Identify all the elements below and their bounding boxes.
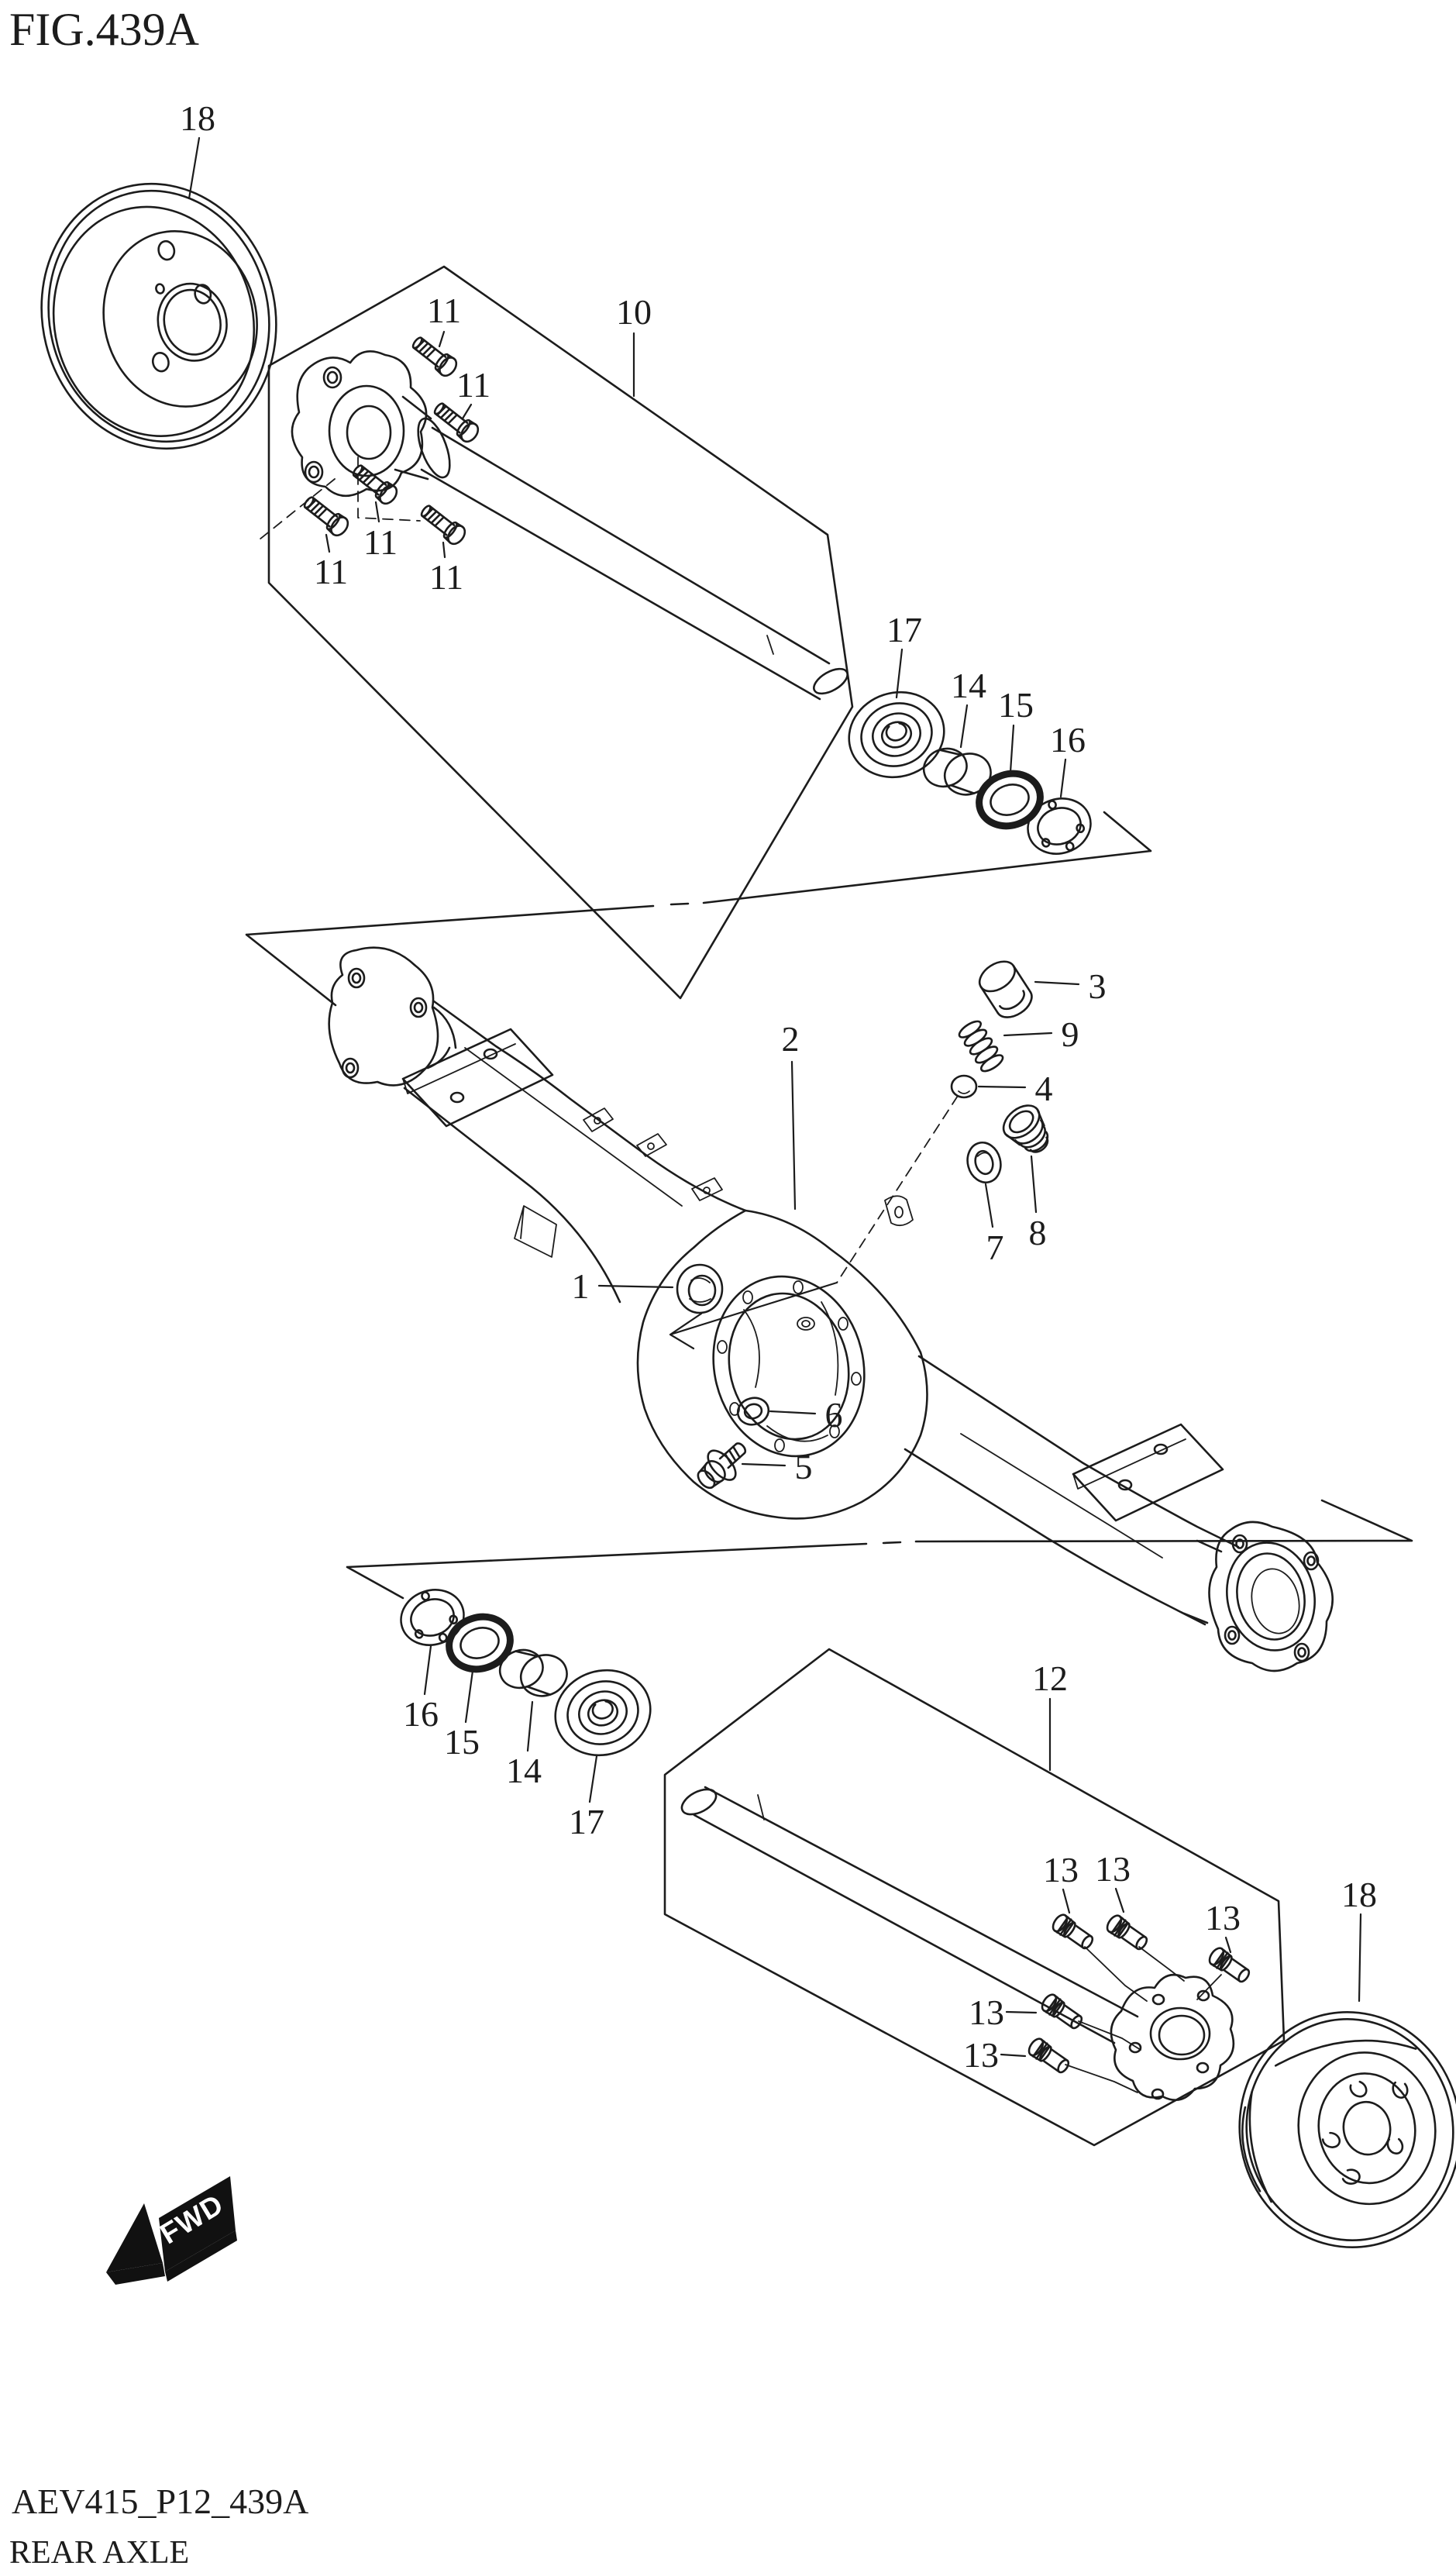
leader-18-top xyxy=(188,136,201,200)
stud-guides xyxy=(1065,1946,1222,2093)
fwd-arrow-shaft-depth xyxy=(165,2230,237,2282)
callout-2: 2 xyxy=(782,1019,800,1059)
breather-cap-3 xyxy=(978,960,1033,1018)
drain-washer-6 xyxy=(736,1397,770,1426)
callout-11-b: 11 xyxy=(456,365,490,405)
hub-bolt-11-d xyxy=(299,491,353,540)
callout-17-btm: 17 xyxy=(569,1802,604,1841)
seal-15-top xyxy=(972,766,1047,833)
leaders-bearing-bottom xyxy=(423,1645,598,1803)
callout-13-b: 13 xyxy=(1095,1849,1131,1889)
wheel-stud-13-b xyxy=(1103,1912,1151,1955)
callout-13-d: 13 xyxy=(969,1993,1004,2032)
callout-17-top: 17 xyxy=(886,610,922,649)
housing-tube-right xyxy=(904,1355,1240,1626)
axle-shaft-bottom xyxy=(680,1786,1139,2044)
fwd-arrow-shaft xyxy=(159,2176,236,2272)
section-arrow-middle xyxy=(669,1281,838,1350)
axle-shaft-assembly-top xyxy=(255,265,854,1000)
callout-15-btm: 15 xyxy=(444,1722,480,1762)
brake-drum-top xyxy=(40,136,277,450)
assembly-dash-2 xyxy=(357,456,421,522)
hub-flange-bottom xyxy=(1110,1973,1235,2101)
callout-11-e: 11 xyxy=(429,557,463,597)
callout-11-c: 11 xyxy=(363,522,398,562)
filler-plug-8 xyxy=(1002,1104,1049,1153)
washer-7 xyxy=(966,1142,1002,1183)
callout-16-btm: 16 xyxy=(403,1694,439,1734)
callout-13-a: 13 xyxy=(1043,1850,1079,1889)
callout-5: 5 xyxy=(795,1447,813,1486)
hub-bolt-11-e xyxy=(416,500,470,549)
grommet-1 xyxy=(676,1263,724,1314)
drain-bolt-5 xyxy=(697,1442,747,1490)
callout-13-e: 13 xyxy=(963,2035,999,2075)
leaders-bottom-box xyxy=(1000,1697,1232,2058)
callout-9: 9 xyxy=(1062,1014,1079,1054)
callout-13-c: 13 xyxy=(1205,1898,1241,1938)
wheel-stud-13-e xyxy=(1025,2035,1073,2078)
figure-title: FIG.439A xyxy=(9,4,199,55)
retainer-16-top xyxy=(1019,789,1100,863)
brake-drum-bottom xyxy=(1238,1913,1456,2249)
leaders-middle xyxy=(597,980,1080,1467)
callout-8: 8 xyxy=(1029,1213,1047,1252)
callout-7: 7 xyxy=(986,1228,1004,1267)
figure-code: AEV415_P12_439A xyxy=(12,2482,308,2521)
axle-housing xyxy=(328,946,1334,1672)
wheel-stud-13-d xyxy=(1038,1991,1086,2034)
callout-11-a: 11 xyxy=(427,291,461,330)
callout-14-top: 14 xyxy=(951,666,986,705)
callout-14-btm: 14 xyxy=(506,1751,542,1790)
housing-right-flange xyxy=(1182,1521,1334,1672)
figure-name: REAR AXLE xyxy=(9,2535,189,2571)
callout-10: 10 xyxy=(616,292,652,332)
callout-1: 1 xyxy=(572,1266,590,1306)
callout-numbers: 18 10 11 11 11 11 11 17 14 15 16 2 3 9 4… xyxy=(180,98,1377,2075)
ball-location-dash xyxy=(836,1095,959,1283)
fwd-arrow-head xyxy=(106,2203,163,2272)
hub-bolt-11-b xyxy=(429,398,483,446)
hub-bolt-11-a xyxy=(408,332,461,381)
leaders-top-box xyxy=(325,330,635,559)
leaders-bearing-top xyxy=(895,648,1067,798)
axle-shaft-box-top xyxy=(267,265,854,1000)
bearing-17-bottom xyxy=(543,1657,663,1769)
axle-shaft-box-bottom xyxy=(663,1648,1286,2147)
hub-bolt-11-c xyxy=(348,460,401,508)
retainer-16-bottom xyxy=(392,1580,473,1655)
spacer-14-top xyxy=(917,735,997,808)
bearing-set-top xyxy=(837,648,1100,863)
callout-18-btm: 18 xyxy=(1341,1875,1377,1914)
breather-and-plug-parts xyxy=(597,960,1080,1490)
callout-4: 4 xyxy=(1035,1069,1053,1108)
callout-6: 6 xyxy=(825,1395,843,1435)
spring-seat-left xyxy=(401,1028,554,1128)
housing-left-flange xyxy=(328,946,457,1087)
callout-15-top: 15 xyxy=(998,685,1034,725)
hub-flange-top xyxy=(291,350,451,498)
callout-11-d: 11 xyxy=(314,552,348,591)
fwd-marker: FWD xyxy=(106,2176,237,2285)
spring-9 xyxy=(958,1020,1004,1073)
spring-seat-right xyxy=(1072,1423,1224,1522)
check-ball-4 xyxy=(950,1074,978,1099)
callout-16-top: 16 xyxy=(1050,720,1086,760)
leader-18-bottom xyxy=(1358,1913,1362,2003)
section-separators xyxy=(245,811,1413,1600)
callout-3: 3 xyxy=(1089,966,1107,1006)
axle-shaft-assembly-bottom xyxy=(663,1648,1286,2147)
callout-12: 12 xyxy=(1032,1658,1068,1698)
differential-housing xyxy=(636,1195,928,1520)
fwd-arrow-head-depth xyxy=(106,2263,165,2285)
assembly-dash-1 xyxy=(255,478,336,543)
housing-tube-left xyxy=(403,1000,747,1304)
wheel-stud-13-a xyxy=(1049,1911,1097,1954)
callout-18-top: 18 xyxy=(180,98,215,138)
bearing-set-bottom xyxy=(392,1580,663,1803)
axle-shaft-top xyxy=(420,426,848,701)
housing-brackets xyxy=(514,1107,723,1258)
